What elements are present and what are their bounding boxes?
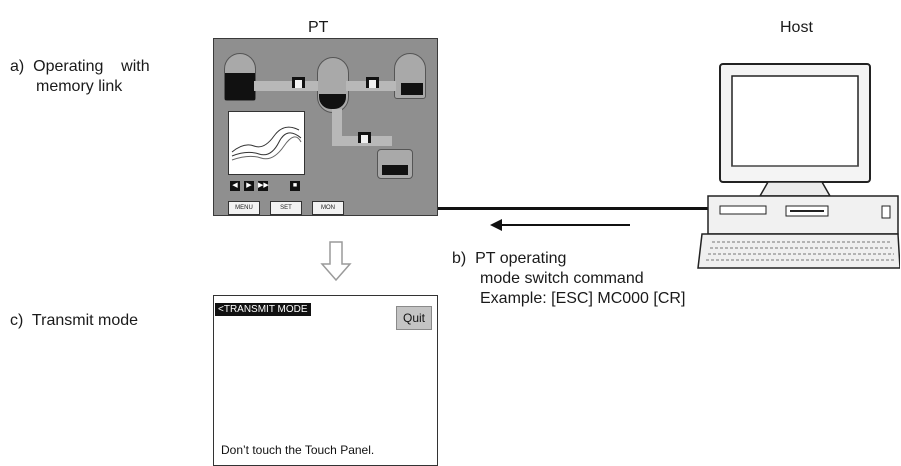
quit-button[interactable]: Quit (396, 306, 432, 330)
down-arrow-icon (320, 241, 352, 282)
label-b-line3: Example: [ESC] MC000 [CR] (480, 290, 686, 307)
pipe-left (254, 81, 318, 91)
pt-operating-screen: ◀ ▶ ▶▶ ■ MENU SET MON (213, 38, 438, 216)
command-arrow-head (490, 219, 502, 231)
trend-lines (231, 126, 302, 161)
control-forward[interactable]: ▶▶ (258, 181, 269, 191)
set-button[interactable]: SET (270, 201, 302, 215)
valve-2 (366, 77, 379, 88)
control-rewind[interactable]: ◀ (230, 181, 240, 191)
menu-button[interactable]: MENU (228, 201, 260, 215)
tank-right-fill (401, 83, 423, 95)
valve-3 (358, 132, 371, 143)
label-a-line1: a) Operating with (10, 58, 150, 75)
command-arrow-line (500, 224, 630, 226)
mon-button[interactable]: MON (312, 201, 344, 215)
label-c: c) Transmit mode (10, 312, 139, 329)
transmit-mode-message: Don’t touch the Touch Panel. (221, 443, 375, 457)
host-header: Host (780, 19, 813, 36)
transmit-mode-screen: <TRANSMIT MODE Quit Don’t touch the Touc… (213, 295, 438, 466)
label-b-line1: b) PT operating (452, 250, 567, 267)
control-stop[interactable]: ■ (290, 181, 300, 191)
control-play[interactable]: ▶ (244, 181, 254, 191)
pt-header: PT (308, 19, 329, 36)
tank-left-fill (225, 73, 255, 100)
tank-center-fill (319, 94, 346, 109)
label-a-line2: memory link (36, 78, 123, 95)
label-b-line2: mode switch command (480, 270, 644, 287)
communication-cable (438, 207, 710, 210)
transmit-mode-title: <TRANSMIT MODE (215, 303, 311, 316)
host-computer-icon (697, 63, 900, 269)
valve-1 (292, 77, 305, 88)
pipe-down (332, 109, 342, 139)
trend-graph (228, 111, 305, 175)
tank-bottom-fill (382, 165, 408, 175)
